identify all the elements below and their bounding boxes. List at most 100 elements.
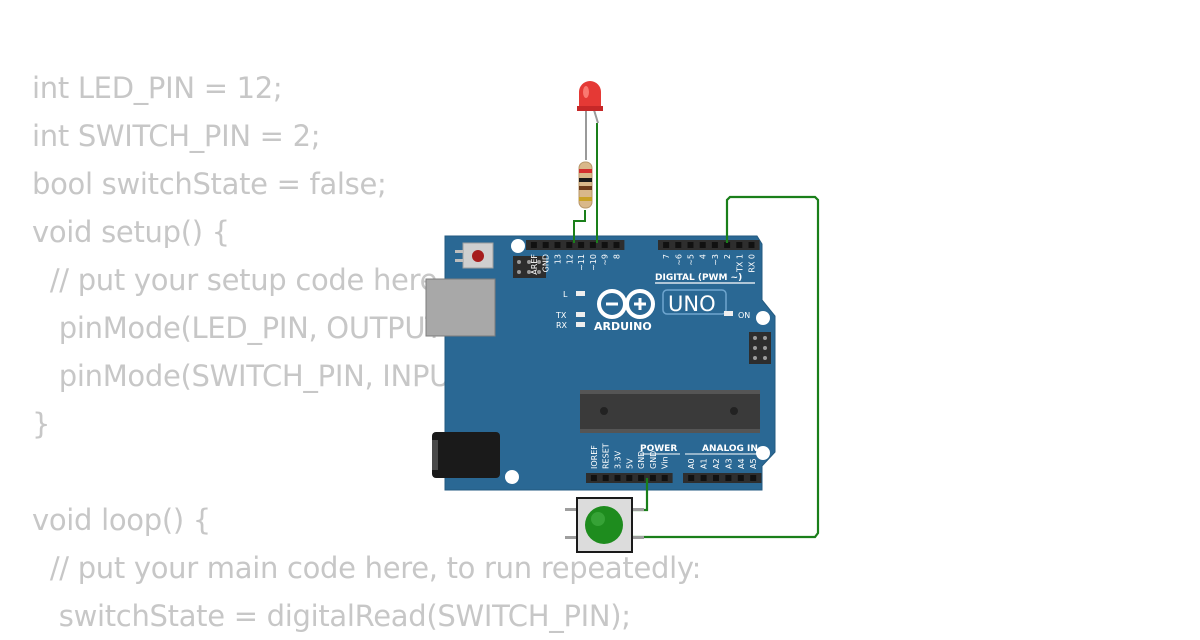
l-led bbox=[576, 291, 585, 296]
pin-label: GND bbox=[542, 254, 551, 272]
usb-port bbox=[425, 278, 496, 337]
power-header-label: POWER bbox=[640, 444, 677, 454]
code-line: int SWITCH_PIN = 2; bbox=[32, 119, 321, 153]
pin-socket[interactable] bbox=[748, 242, 755, 248]
rx-label: RX bbox=[556, 321, 568, 330]
pin-socket[interactable] bbox=[566, 242, 573, 248]
pin-socket[interactable] bbox=[661, 475, 668, 481]
l-label: L bbox=[563, 290, 568, 299]
pin-label: AREF bbox=[530, 254, 539, 275]
pin-label: 5V bbox=[625, 458, 634, 469]
mounting-hole bbox=[756, 446, 770, 460]
pin-socket[interactable] bbox=[750, 475, 757, 481]
pin-label: 4 bbox=[699, 254, 708, 259]
wire-pin2-to-button[interactable] bbox=[630, 195, 820, 539]
pin-socket[interactable] bbox=[687, 242, 694, 248]
power-jack bbox=[432, 432, 500, 478]
pin-socket[interactable] bbox=[711, 242, 718, 248]
pin-label: TX 1 bbox=[735, 254, 744, 273]
pin-label: ~9 bbox=[601, 254, 610, 266]
pin-label: 7 bbox=[662, 254, 671, 259]
pin-label: A5 bbox=[749, 458, 758, 469]
pin-socket[interactable] bbox=[699, 242, 706, 248]
model-badge bbox=[662, 289, 727, 315]
code-line: switchState = digitalRead(SWITCH_PIN); bbox=[32, 599, 631, 633]
code-line: int LED_PIN = 12; bbox=[32, 71, 283, 105]
pin-socket[interactable] bbox=[554, 242, 561, 248]
pin-label: A3 bbox=[724, 458, 733, 469]
pin-label: A2 bbox=[712, 458, 721, 469]
pin-socket[interactable] bbox=[688, 475, 695, 481]
pin-socket[interactable] bbox=[638, 475, 645, 481]
reset-button[interactable] bbox=[455, 242, 494, 269]
code-line: void setup() { bbox=[32, 215, 230, 249]
analog-header-label: ANALOG IN bbox=[702, 444, 758, 454]
pin-label: ~5 bbox=[687, 254, 696, 266]
pin-socket[interactable] bbox=[602, 475, 609, 481]
pin-label: GND bbox=[637, 451, 646, 469]
pin-label: RX 0 bbox=[748, 254, 757, 273]
mounting-hole bbox=[505, 470, 519, 484]
pin-socket[interactable] bbox=[663, 242, 670, 248]
pin-header-strip bbox=[683, 473, 762, 483]
pin-socket[interactable] bbox=[649, 475, 656, 481]
pin-label: A4 bbox=[737, 458, 746, 469]
mounting-hole bbox=[511, 239, 525, 253]
pin-socket[interactable] bbox=[542, 242, 549, 248]
pin-socket[interactable] bbox=[614, 475, 621, 481]
code-line: } bbox=[32, 407, 51, 441]
pin-socket[interactable] bbox=[626, 475, 633, 481]
pin-socket[interactable] bbox=[736, 242, 743, 248]
pin-label: 2 bbox=[723, 254, 732, 259]
pin-label: GND bbox=[649, 451, 658, 469]
code-line: bool switchState = false; bbox=[32, 167, 387, 201]
wire-resistor-to-gnd[interactable] bbox=[573, 210, 586, 243]
pin-header-strip bbox=[658, 240, 760, 250]
pin-label: Vin bbox=[661, 456, 670, 469]
pin-socket[interactable] bbox=[737, 475, 744, 481]
arduino-logo bbox=[597, 289, 655, 319]
pin-socket[interactable] bbox=[601, 242, 608, 248]
pin-socket[interactable] bbox=[713, 475, 719, 481]
on-led bbox=[724, 311, 733, 316]
pin-socket[interactable] bbox=[725, 475, 732, 481]
model-label: UNO bbox=[668, 292, 716, 316]
code-line: // put your main code here, to run repea… bbox=[32, 551, 702, 585]
tx-label: TX bbox=[555, 311, 567, 320]
pin-label: 3.3V bbox=[614, 450, 623, 469]
pin-socket[interactable] bbox=[590, 475, 597, 481]
microcontroller-chip bbox=[580, 390, 760, 433]
wires[interactable] bbox=[573, 123, 820, 539]
pin-label: 13 bbox=[554, 254, 563, 264]
pin-socket[interactable] bbox=[530, 242, 537, 248]
push-button[interactable] bbox=[565, 497, 644, 553]
pin-label: A0 bbox=[687, 458, 696, 469]
pin-socket[interactable] bbox=[724, 242, 731, 248]
pin-socket[interactable] bbox=[578, 242, 585, 248]
pin-socket[interactable] bbox=[613, 242, 620, 248]
pin-label: ~6 bbox=[674, 254, 683, 266]
pin-socket[interactable] bbox=[589, 242, 596, 248]
pin-socket[interactable] bbox=[700, 475, 707, 481]
pin-label: IOREF bbox=[590, 445, 599, 469]
icsp-header-right bbox=[749, 332, 771, 364]
pin-label: ~10 bbox=[589, 254, 598, 271]
on-label: ON bbox=[738, 311, 750, 320]
pin-label: ~3 bbox=[711, 254, 720, 266]
resistor[interactable] bbox=[578, 161, 593, 209]
digital-header-label: DIGITAL (PWM ~) bbox=[655, 273, 742, 283]
icsp-header bbox=[513, 256, 546, 278]
pin-socket[interactable] bbox=[675, 242, 682, 248]
pin-label: ~11 bbox=[577, 254, 586, 271]
pin-header-strip bbox=[526, 240, 625, 250]
mounting-hole bbox=[756, 311, 770, 325]
rx-led bbox=[576, 322, 585, 327]
red-led[interactable] bbox=[577, 81, 603, 160]
pin-label: 12 bbox=[565, 254, 574, 264]
code-line: void loop() { bbox=[32, 503, 211, 537]
